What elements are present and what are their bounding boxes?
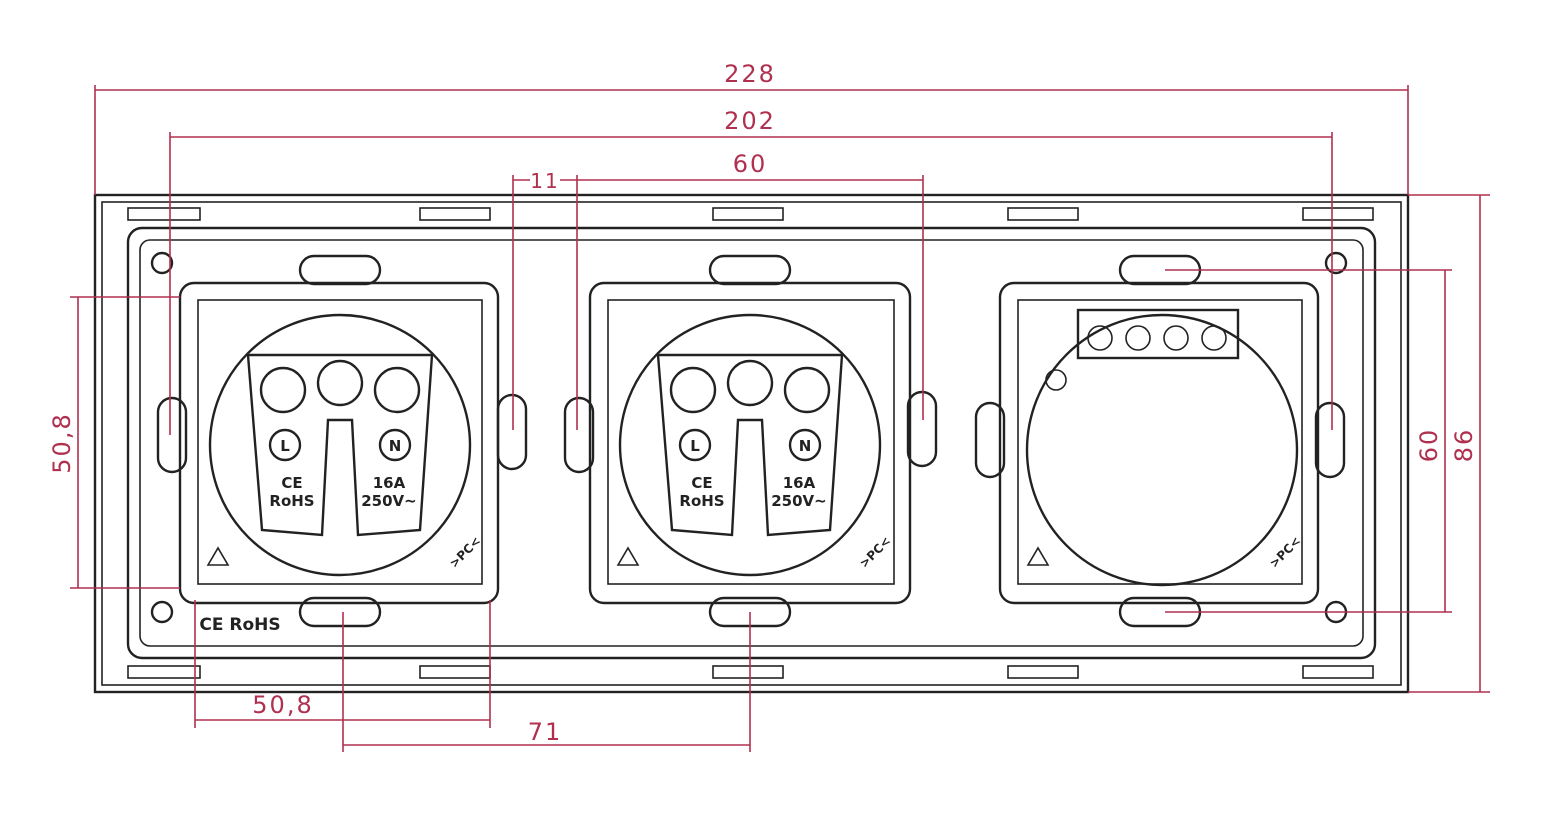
ce-mark: CE [691,474,712,492]
neutral-terminal-label: N [799,437,812,455]
recycle-icon [616,546,640,566]
dim-module-height: 60 [1415,428,1443,463]
dim-socket-width: 50,8 [252,691,313,719]
current-rating: 16A [783,474,816,492]
dim-socket-pitch: 71 [528,718,563,746]
live-terminal-label: L [280,437,290,455]
socket-module-1: L N CE RoHS 16A 250V~ >PC< [178,281,500,605]
recycle-icon [206,546,230,566]
dimension-lines [70,85,1490,752]
dim-overall-height: 86 [1450,428,1478,463]
material-mark: >PC< [857,534,894,571]
voltage-rating: 250V~ [771,492,827,510]
dim-socket-height: 50,8 [48,412,76,473]
mounting-slots [156,254,1346,628]
dim-overall-width: 228 [724,60,776,88]
dim-gap: 11 [530,169,559,193]
ce-mark: CE [281,474,302,492]
rohs-mark: RoHS [679,492,724,510]
dimmer-module: >PC< [998,281,1320,605]
material-mark: >PC< [1267,534,1304,571]
socket-module-2: L N CE RoHS 16A 250V~ >PC< [588,281,912,605]
plate-marking: CE RoHS [199,615,280,635]
dim-mounting-span: 202 [724,107,776,135]
live-terminal-label: L [690,437,700,455]
neutral-terminal-label: N [389,437,402,455]
recycle-icon [1026,546,1050,566]
material-mark: >PC< [447,534,484,571]
dim-module-pitch: 60 [733,150,768,178]
rohs-mark: RoHS [269,492,314,510]
voltage-rating: 250V~ [361,492,417,510]
current-rating: 16A [373,474,406,492]
screw-holes [150,251,1348,624]
